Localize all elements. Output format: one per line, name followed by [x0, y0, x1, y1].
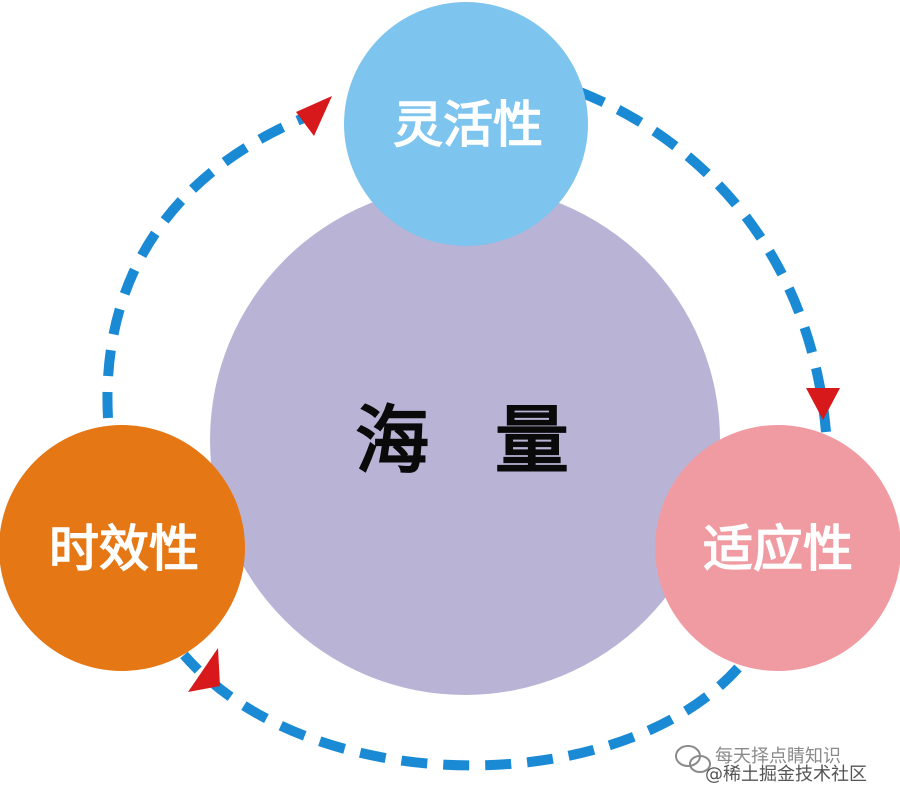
node-circle-timeliness	[0, 425, 245, 671]
node-label-timeliness: 时效性	[49, 520, 199, 578]
center-circle	[210, 185, 720, 695]
cycle-arrow-right	[806, 388, 840, 420]
watermark-line-1: 每天择点睛知识	[715, 746, 841, 767]
watermark: 每天择点睛知识 @稀土掘金技术社区	[675, 745, 867, 785]
watermark-line-2: @稀土掘金技术社区	[705, 764, 867, 785]
node-circle-adaptability	[655, 425, 900, 671]
node-label-flexibility: 灵活性	[393, 96, 543, 154]
center-label: 海 量	[355, 398, 589, 484]
node-circle-flexibility	[344, 2, 588, 246]
wechat-icon	[675, 745, 711, 773]
cycle-arrow-bottom-left	[188, 648, 220, 692]
node-label-adaptability: 适应性	[703, 520, 853, 578]
cycle-arc-right-to-left	[180, 651, 742, 771]
cycle-arrow-top-left	[296, 96, 332, 136]
cycle-arc-top-to-right	[578, 87, 831, 433]
cycle-arc-left-to-top	[102, 103, 332, 419]
